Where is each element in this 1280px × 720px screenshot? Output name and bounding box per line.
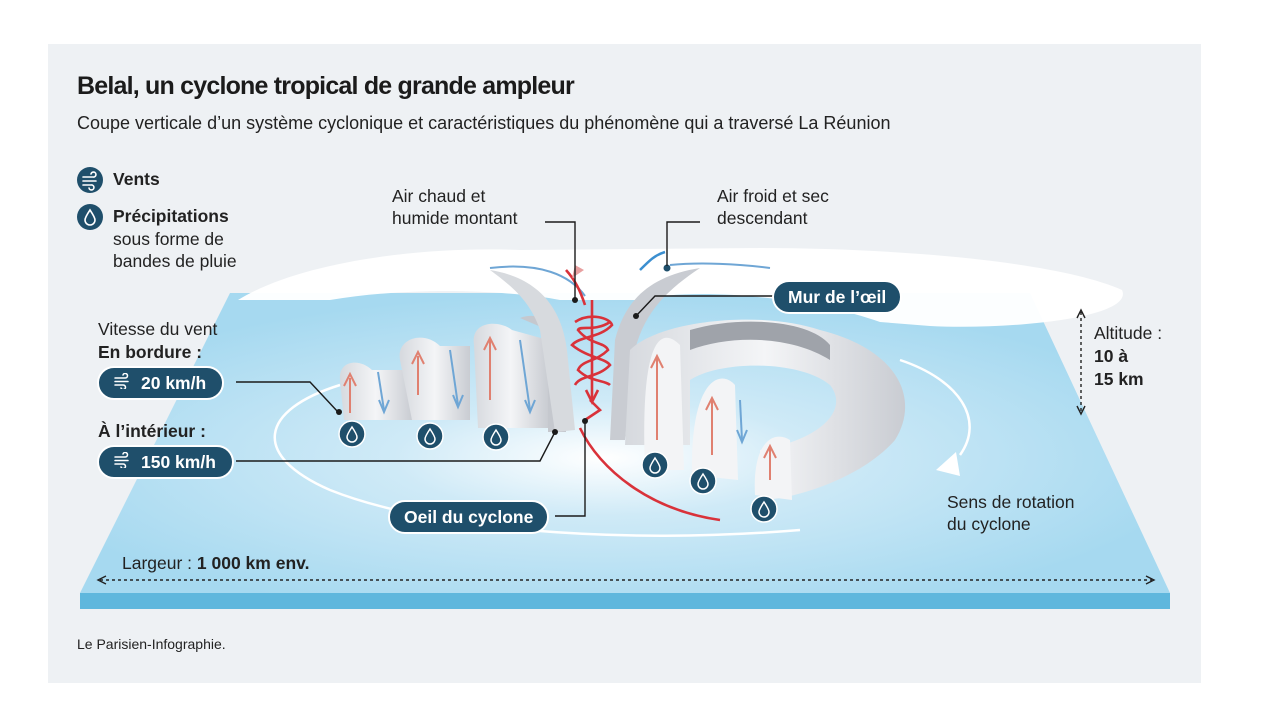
eye-badge: Oeil du cyclone — [388, 500, 550, 534]
raindrop-icon — [641, 451, 669, 479]
page-subtitle: Coupe verticale d’un système cyclonique … — [77, 113, 891, 133]
eye-dot — [582, 418, 588, 424]
cold-air-dot — [663, 264, 671, 272]
raindrop-icon — [338, 420, 366, 448]
wind-inner-value: 150 km/h — [141, 452, 216, 472]
wind-speed-heading: Vitesse du vent — [98, 319, 218, 339]
rain-drop-markers — [338, 420, 778, 523]
wind-edge-badge: 20 km/h — [97, 366, 225, 400]
right-rain-bands — [625, 319, 906, 500]
cold-air-label-line1: Air froid et sec — [717, 186, 829, 206]
width-label-value: 1 000 km env. — [196, 553, 310, 573]
warm-air-arrows — [343, 335, 777, 480]
rotation-path — [273, 358, 971, 537]
eyewall-badge: Mur de l’œil — [772, 280, 903, 314]
wind-icon — [113, 447, 133, 477]
cold-air-inflow — [639, 250, 666, 271]
page-title: Belal, un cyclone tropical de grande amp… — [77, 72, 575, 100]
inner-wind-dot — [552, 429, 558, 435]
leader-lines — [236, 221, 775, 517]
edge-wind-dot — [336, 409, 342, 415]
legend-winds-label: Vents — [113, 169, 160, 189]
wind-edge-label: En bordure : — [98, 342, 203, 362]
cold-air-label-line2: descendant — [717, 208, 808, 228]
wind-edge-value: 20 km/h — [141, 373, 207, 393]
width-arrow-icon — [96, 575, 1156, 585]
warm-air-label-line2: humide montant — [392, 208, 518, 228]
rotation-arrow-icon — [936, 452, 960, 476]
eye-spiral — [565, 265, 721, 522]
rotation-label-line1: Sens de rotation — [947, 492, 1075, 512]
width-label-prefix: Largeur : — [122, 553, 197, 573]
wind-icon — [113, 368, 133, 398]
warm-air-dot — [572, 297, 578, 303]
wind-icon — [77, 167, 103, 193]
rotation-label-line2: du cyclone — [947, 514, 1031, 534]
altitude-arrow-icon — [1076, 308, 1086, 416]
raindrop-icon — [77, 204, 103, 230]
legend-precip-line3: bandes de pluie — [113, 251, 237, 271]
cold-air-arrows — [377, 262, 771, 445]
eyewall-dot — [633, 313, 639, 319]
width-label: Largeur : 1 000 km env. — [122, 552, 309, 574]
cloud-top — [238, 248, 1123, 327]
legend-precip-line2: sous forme de — [113, 229, 224, 249]
credit-line: Le Parisien-Infographie. — [77, 636, 226, 652]
wind-inner-badge: 150 km/h — [97, 445, 234, 479]
altitude-value-line1: 10 à — [1094, 346, 1129, 366]
raindrop-icon — [416, 422, 444, 450]
altitude-label: Altitude : — [1094, 323, 1163, 343]
warm-air-label-line1: Air chaud et — [392, 186, 486, 206]
raindrop-icon — [482, 423, 510, 451]
legend-precip-title: Précipitations — [113, 206, 229, 226]
raindrop-icon — [750, 495, 778, 523]
eye-column — [490, 268, 700, 440]
wind-inner-label: À l’intérieur : — [98, 421, 206, 441]
altitude-value-line2: 15 km — [1094, 369, 1144, 389]
raindrop-icon — [689, 467, 717, 495]
